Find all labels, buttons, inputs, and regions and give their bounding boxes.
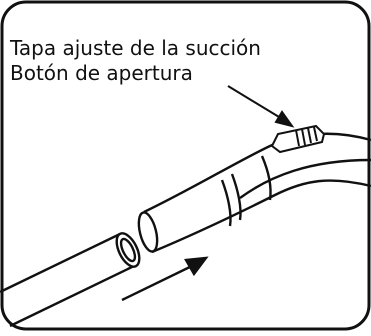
insertion-arrow bbox=[121, 256, 209, 302]
extension-pipe bbox=[0, 232, 141, 328]
release-button-label: Botón de apertura bbox=[10, 61, 193, 85]
hose-handle bbox=[137, 132, 371, 254]
release-button bbox=[270, 124, 326, 154]
suction-cover-label: Tapa ajuste de la succión bbox=[10, 36, 261, 60]
pointer-arrow bbox=[227, 85, 295, 128]
